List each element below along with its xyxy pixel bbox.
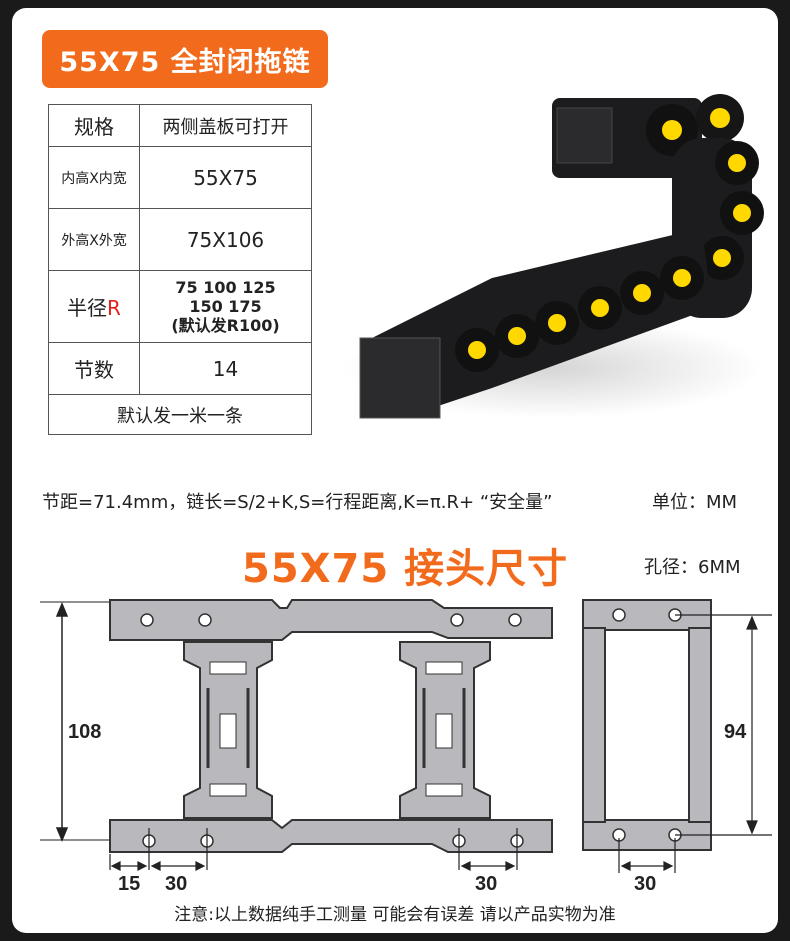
product-title: 55X75 全封闭拖链 (59, 46, 311, 78)
offset-label: 15 (118, 873, 140, 895)
links-value: 14 (139, 342, 312, 395)
side-plate-top (109, 599, 553, 641)
default-note: 默认发一米一条 (48, 394, 312, 435)
chain-bottom-run (359, 228, 712, 419)
section-title: 55X75 接头尺寸 (242, 546, 569, 592)
product-card: 55X75 全封闭拖链 规格 两侧盖板可打开 内高X内宽 55X75 外高X外宽… (12, 8, 778, 933)
height-dim-left (55, 602, 69, 842)
chain-cap (662, 120, 682, 140)
radius-line-2: 150 175 (189, 297, 262, 316)
pitch-dims (109, 828, 518, 871)
outer-size-label: 外高X外宽 (48, 208, 140, 271)
spec-header-value: 两侧盖板可打开 (139, 104, 312, 147)
radius-label-r: R (107, 296, 121, 320)
unit-label: 单位：MM (652, 492, 738, 513)
pitch-right-label: 30 (634, 873, 656, 895)
radius-values: 75 100 125 150 175 (默认发R100) (139, 270, 312, 343)
spec-header-label: 规格 (48, 104, 140, 147)
dimension-drawing: 108 94 15 30 30 30 (40, 599, 772, 895)
cross-bar-right (399, 641, 491, 819)
height-right-label: 94 (724, 721, 747, 743)
outer-size-value: 75X106 (139, 208, 312, 271)
footer-disclaimer: 注意:以上数据纯手工测量 可能会有误差 请以产品实物为准 (174, 905, 616, 925)
product-title-badge: 55X75 全封闭拖链 (42, 30, 328, 88)
inner-size-label: 内高X内宽 (48, 146, 140, 209)
inner-size-value: 55X75 (139, 146, 312, 209)
links-label: 节数 (48, 342, 140, 395)
radius-line-3: (默认发R100) (171, 316, 280, 335)
end-view (582, 599, 712, 851)
radius-line-1: 75 100 125 (175, 278, 276, 297)
side-plate-bottom (109, 819, 553, 853)
radius-label: 半径R (48, 270, 140, 343)
pitch-note: 节距=71.4mm，链长=S/2+K,S=行程距离,K=π.R+ “安全量” (42, 492, 553, 513)
height-dim-right (618, 614, 772, 873)
hole-size: 孔径：6MM (644, 557, 741, 578)
chain-top-run (552, 94, 744, 178)
pitch-mid-label: 30 (475, 873, 497, 895)
height-left-label: 108 (68, 721, 101, 743)
drag-chain-image (342, 94, 764, 419)
pitch-left-label: 30 (165, 873, 187, 895)
spec-table: 规格 两侧盖板可打开 内高X内宽 55X75 外高X外宽 75X106 半径R … (48, 104, 312, 435)
cross-bar-left (183, 641, 273, 819)
radius-label-text: 半径 (67, 296, 108, 320)
